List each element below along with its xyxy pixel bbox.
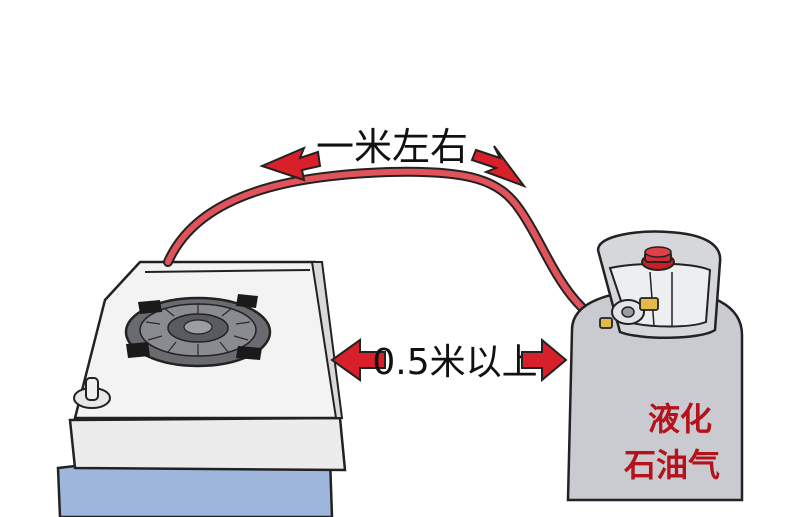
hose-length-annotation: 一米左右	[259, 125, 527, 189]
arrow-right-icon	[521, 337, 568, 383]
arrow-right-icon	[470, 145, 527, 189]
tank-valve-icon	[641, 246, 675, 271]
arrow-left-icon	[259, 146, 322, 182]
stove-side-panel	[310, 261, 344, 419]
stove-front-panel	[68, 416, 347, 472]
stove-knob-icon	[73, 377, 111, 409]
arrow-left-icon	[330, 338, 386, 382]
min-distance-annotation: 0.5米以上	[330, 337, 568, 383]
min-distance-label: 0.5米以上	[372, 342, 537, 383]
gas-tank: 液化 石油气	[566, 230, 744, 502]
gas-stove	[56, 260, 347, 517]
tank-label-line1: 液化	[648, 400, 712, 438]
tank-label-line2: 石油气	[623, 446, 720, 484]
hose-length-label: 一米左右	[316, 125, 468, 169]
stove-burner	[124, 294, 272, 368]
tank-regulator-icon	[599, 297, 659, 329]
